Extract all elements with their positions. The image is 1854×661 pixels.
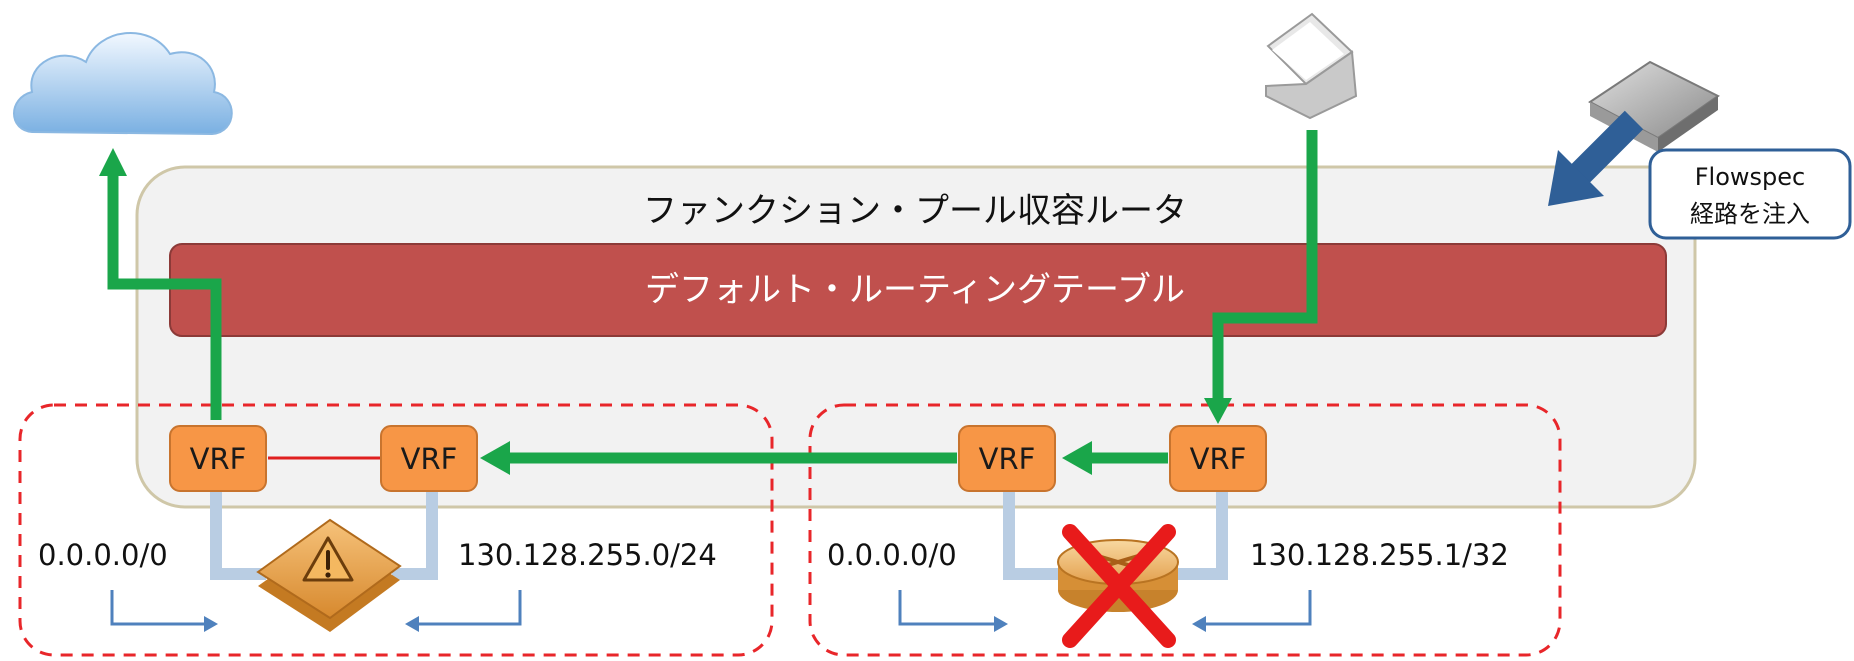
router-title: ファンクション・プール収容ルータ	[643, 191, 1187, 231]
traffic-path-ingress	[1212, 130, 1318, 405]
connector-right-b	[1178, 490, 1228, 580]
routing-table-label: デフォルト・ルーティングテーブル	[645, 270, 1185, 310]
router-failed-icon	[1057, 524, 1179, 648]
route-arrow	[898, 590, 995, 626]
route-arrow	[418, 590, 522, 626]
connector-left-a	[210, 490, 266, 580]
connector-left-b	[392, 490, 438, 580]
flowspec-callout: Flowspec 経路を注入	[1648, 148, 1852, 240]
failure-cross	[1062, 524, 1176, 648]
traffic-path-egress	[107, 170, 222, 420]
route-arrow	[1205, 590, 1312, 626]
route-label-left-default: 0.0.0.0/0	[38, 538, 168, 572]
traffic-arrowhead-left-1	[1062, 441, 1092, 475]
route-arrow	[110, 590, 205, 626]
vrf-label: VRF	[979, 442, 1036, 476]
route-arrowhead	[405, 616, 419, 632]
callout-line-2: 経路を注入	[1690, 200, 1810, 228]
vrf-label: VRF	[190, 442, 247, 476]
route-label-right-prefix: 130.128.255.1/32	[1250, 538, 1509, 572]
left-function-group	[18, 403, 774, 657]
route-label-left-prefix: 130.128.255.0/24	[458, 538, 717, 572]
route-label-right-default: 0.0.0.0/0	[827, 538, 957, 572]
vrf-box: VRF	[169, 425, 267, 492]
right-function-group	[808, 403, 1562, 657]
connector-right-a	[1003, 490, 1060, 580]
traffic-arrowhead-left-2	[480, 441, 510, 475]
vrf-box: VRF	[958, 425, 1056, 492]
vrf-label: VRF	[401, 442, 458, 476]
cloud-icon	[13, 32, 233, 136]
traffic-arrowhead-up	[99, 148, 127, 176]
vrf-box: VRF	[380, 425, 478, 492]
laptop-icon	[1265, 12, 1358, 120]
route-arrowhead	[204, 616, 218, 632]
vrf-box: VRF	[1169, 425, 1267, 492]
firewall-warning-icon	[256, 518, 402, 632]
inject-arrow	[1548, 110, 1644, 206]
callout-line-1: Flowspec	[1695, 163, 1805, 191]
route-arrowhead	[1192, 616, 1206, 632]
vrf-label: VRF	[1190, 442, 1247, 476]
traffic-arrowhead-down	[1204, 398, 1232, 424]
route-arrowhead	[994, 616, 1008, 632]
